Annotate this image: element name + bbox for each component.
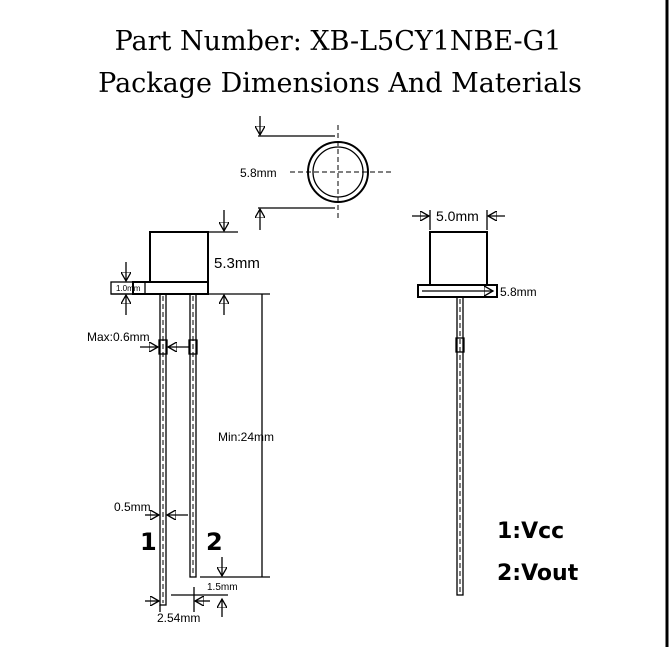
body-width-label: 5.0mm — [436, 208, 479, 224]
lead-length-label: Min:24mm — [218, 430, 274, 444]
pin-legend-vcc: 1:Vcc — [497, 519, 564, 544]
pin-legend-vout: 2:Vout — [497, 561, 579, 586]
front-view: 5.0mm 5.8mm — [412, 208, 537, 596]
pin-1-label: 1 — [140, 528, 157, 556]
lead-width-label: 0.5mm — [114, 500, 151, 514]
pin-2-label: 2 — [206, 528, 223, 556]
top-diameter-label: 5.8mm — [240, 166, 277, 180]
top-view: 5.8mm — [240, 116, 392, 230]
lead-offset-label: 1.5mm — [207, 582, 238, 593]
flange-width-label: 5.8mm — [500, 285, 537, 299]
side-view: 1.0mm 5.3mm Max:0.6mm Min:24mm 0.5mm 1 2… — [87, 210, 274, 625]
subtitle: Package Dimensions And Materials — [98, 68, 582, 99]
pitch-label: 2.54mm — [157, 611, 200, 625]
lead-1 — [159, 293, 167, 606]
body-height-label: 5.3mm — [214, 255, 260, 272]
flange-thickness-label: 1.0mm — [116, 284, 141, 293]
max-lead-label: Max:0.6mm — [87, 330, 150, 344]
part-number-title: Part Number: XB-L5CY1NBE-G1 — [115, 26, 562, 57]
lead-2 — [189, 293, 197, 578]
